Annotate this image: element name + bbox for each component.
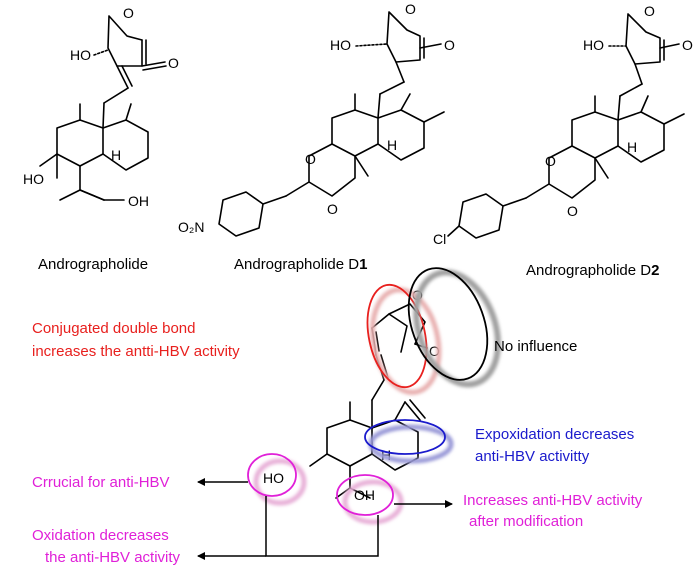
ellipse-exocyclic-methylene: [364, 419, 446, 455]
annotation-crucial: Crrucial for anti-HBV: [32, 474, 170, 491]
annotation-conjugated-line1: Conjugated double bond: [32, 320, 195, 337]
nitro-group-label: O₂N: [178, 219, 204, 235]
carbonyl-oxygen: O: [168, 55, 179, 71]
d2-acetal-oxygen-2: O: [567, 203, 578, 219]
annotation-increases-line2: after modification: [469, 513, 583, 530]
d2-ring-fusion-hydrogen: H: [627, 139, 637, 155]
ellipse-lactone-no-influence: [407, 267, 489, 381]
c19-hydroxyl-label: OH: [128, 193, 149, 209]
caption-andrographolide-d1: Andrographolide D1: [234, 256, 367, 273]
d1-carbonyl-oxygen: O: [444, 37, 455, 53]
annotation-conjugated-line2: increases the antti-HBV activity: [32, 343, 240, 360]
oxidation-bracket: [265, 496, 379, 557]
d1-lactone-oxygen: O: [405, 1, 416, 17]
chloro-group-label: Cl: [433, 231, 446, 247]
annotation-epoxidation-line1: Expoxidation decreases: [475, 426, 634, 443]
decalin-core: [39, 103, 149, 201]
ellipse-c3-hydroxyl: [247, 453, 297, 497]
molecule-andrographolide: O O HO H HO OH Andrographo: [23, 5, 179, 273]
annotation-no-influence: No influence: [494, 338, 577, 355]
ring-fusion-hydrogen: H: [111, 147, 121, 163]
side-chain: [102, 65, 133, 129]
annotation-oxidation-line2: the anti-HBV activity: [45, 549, 181, 566]
caption-andrographolide-d2: Andrographolide D2: [526, 262, 659, 279]
d2-acetal-oxygen-1: O: [545, 153, 556, 169]
d2-lactone-hydroxyl-label: HO: [583, 37, 604, 53]
annotation-epoxidation-line2: anti-HBV activitty: [475, 448, 590, 465]
molecule-andrographolide-d2: O O HO H O O Cl Andrographolide D2: [433, 3, 693, 279]
connector-arrows: [197, 478, 453, 560]
molecule-andrographolide-d1: O O HO H O O O₂N Andrographolide D1: [178, 1, 455, 273]
annotations: Conjugated double bond increases the ant…: [32, 320, 643, 566]
d2-carbonyl-oxygen: O: [682, 37, 693, 53]
d1-acetal-oxygen-1: O: [305, 151, 316, 167]
ellipse-conjugated-double-bond: [366, 283, 428, 389]
highlight-ellipses: [247, 267, 501, 525]
sar-c19-hydroxyl-label: OH: [354, 487, 375, 503]
d1-lactone-hydroxyl-label: HO: [330, 37, 351, 53]
caption-andrographolide: Andrographolide: [38, 256, 148, 273]
d1-ring-fusion-hydrogen: H: [387, 137, 397, 153]
annotation-increases-line1: Increases anti-HBV activity: [463, 492, 643, 509]
ellipse-c19-hydroxyl: [336, 474, 394, 516]
lactone-ring-oxygen: O: [123, 5, 134, 21]
sar-c3-hydroxyl-label: HO: [263, 470, 284, 486]
lactone-hydroxyl-label: HO: [70, 47, 91, 63]
d2-lactone-oxygen: O: [644, 3, 655, 19]
c3-hydroxyl-label: HO: [23, 171, 44, 187]
lactone-ring: [107, 15, 147, 67]
d1-acetal-oxygen-2: O: [327, 201, 338, 217]
annotation-oxidation-line1: Oxidation decreases: [32, 527, 169, 544]
sar-carbonyl-oxygen: O: [429, 343, 440, 359]
